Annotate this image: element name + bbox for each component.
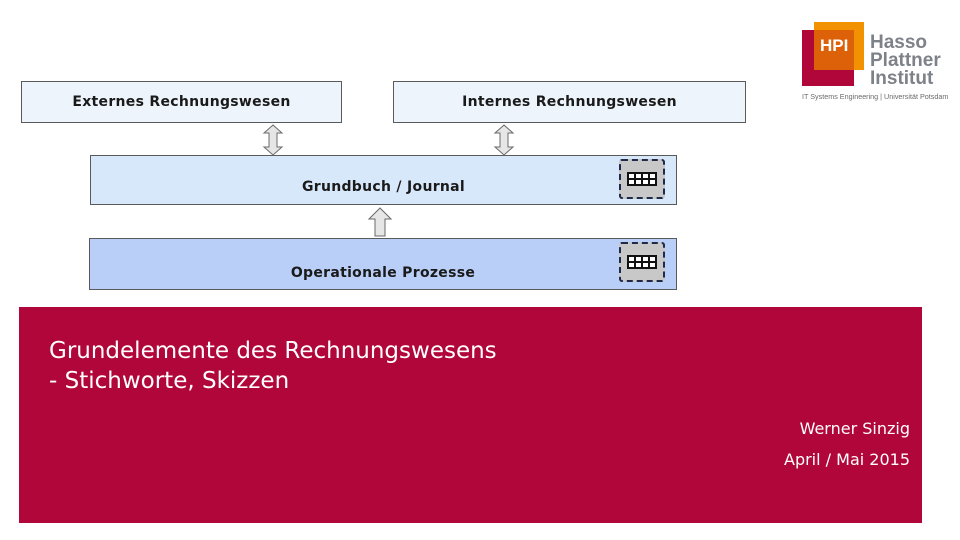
internal-accounting-box: Internes Rechnungswesen <box>393 81 746 123</box>
logo-name-line3: Institut <box>870 68 934 89</box>
operational-processes-label: Operationale Prozesse <box>290 265 476 281</box>
logo-name-line2: Plattner <box>870 50 941 71</box>
double-arrow-icon <box>262 124 284 156</box>
database-icon <box>619 159 665 199</box>
title-band: Grundelemente des Rechnungswesens - Stic… <box>19 307 922 523</box>
external-accounting-box: Externes Rechnungswesen <box>21 81 342 123</box>
logo-wordmark: Hasso Plattner Institut <box>870 32 941 89</box>
up-arrow-icon <box>368 207 392 237</box>
hpi-logo: HPI Hasso Plattner Institut IT Systems E… <box>800 20 950 112</box>
external-accounting-label: Externes Rechnungswesen <box>72 94 291 110</box>
title-line-2: - Stichworte, Skizzen <box>49 368 290 394</box>
double-arrow-icon <box>493 124 515 156</box>
presentation-date: April / Mai 2015 <box>784 450 910 469</box>
presentation-title: Grundelemente des Rechnungswesens - Stic… <box>49 336 497 396</box>
ledger-label: Grundbuch / Journal <box>301 179 466 195</box>
ledger-box: Grundbuch / Journal <box>90 155 677 205</box>
internal-accounting-label: Internes Rechnungswesen <box>462 94 677 110</box>
logo-tagline: IT Systems Engineering | Universität Pot… <box>802 92 949 101</box>
database-icon <box>619 242 665 282</box>
author: Werner Sinzig <box>799 419 910 438</box>
title-line-1: Grundelemente des Rechnungswesens <box>49 338 497 364</box>
operational-processes-box: Operationale Prozesse <box>89 238 677 290</box>
logo-name-line1: Hasso <box>870 32 928 53</box>
logo-mark: HPI <box>820 36 849 55</box>
